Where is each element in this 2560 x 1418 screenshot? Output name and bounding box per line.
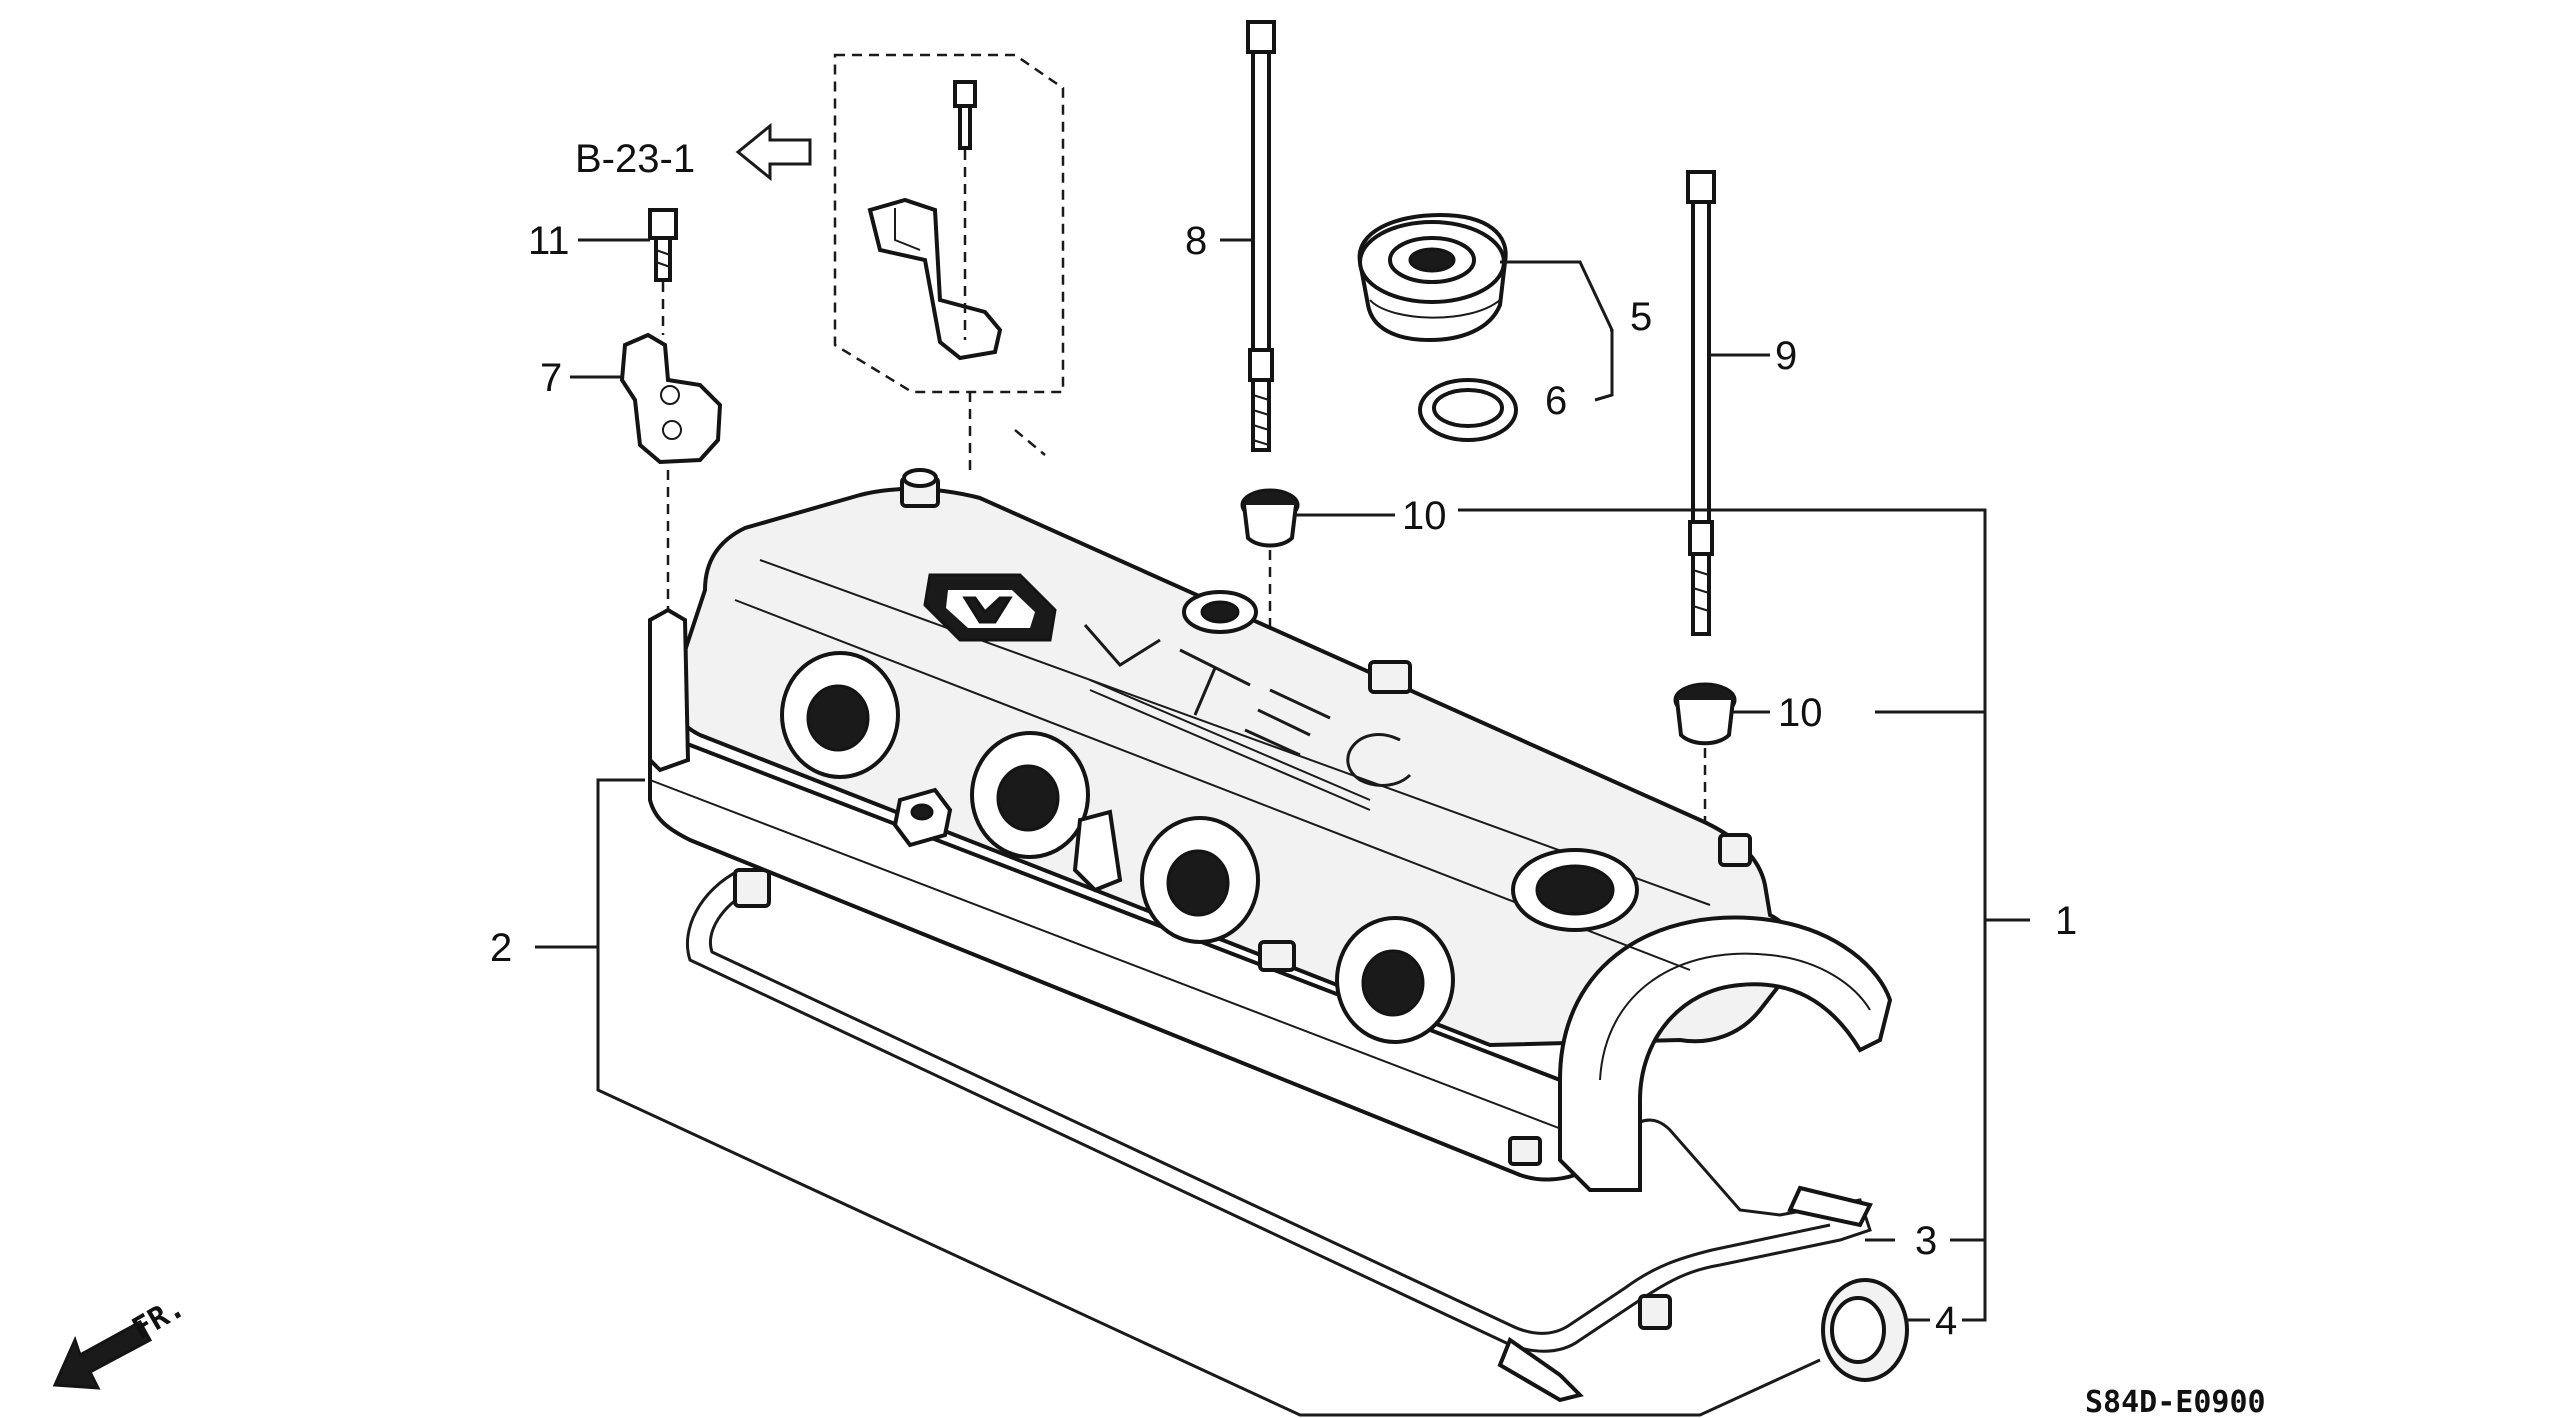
- diagram-code: S84D-E0900: [2085, 1385, 2266, 1418]
- callout-9: 9: [1775, 334, 1797, 378]
- callout-10-lower: 10: [1778, 691, 1823, 735]
- front-direction-indicator: FR.: [52, 1290, 191, 1390]
- callout-2: 2: [490, 926, 512, 970]
- part-2-gasket[interactable]: [685, 868, 1872, 1403]
- part-10-grommet-upper[interactable]: [1240, 488, 1300, 548]
- callout-5: 5: [1630, 295, 1652, 339]
- valve-cover[interactable]: [648, 468, 1893, 1192]
- callout-7: 7: [540, 356, 562, 400]
- detail-box: [833, 53, 1065, 470]
- callout-1: 1: [2055, 899, 2077, 943]
- spark-plug-wells: [780, 651, 1639, 1044]
- front-arrow-icon: [52, 1319, 153, 1390]
- callout-4: 4: [1935, 1299, 1957, 1343]
- part-4-seal[interactable]: [1821, 1278, 1909, 1382]
- leader-lines: [535, 238, 2030, 1417]
- part-9-stud-bolt[interactable]: [1686, 170, 1716, 636]
- part-11-bolt[interactable]: [648, 208, 678, 282]
- reference-text: B-23-1: [575, 137, 695, 181]
- part-10-grommet-lower[interactable]: [1673, 682, 1737, 746]
- part-6-seal[interactable]: [1418, 378, 1518, 442]
- callout-3: 3: [1915, 1219, 1937, 1263]
- reference-arrow-icon: [735, 122, 812, 182]
- callout-10-upper: 10: [1402, 494, 1447, 538]
- vtec-lettering: [1083, 624, 1412, 811]
- callout-8: 8: [1185, 219, 1207, 263]
- part-5-oil-filler-cap[interactable]: [1357, 212, 1508, 343]
- reference-callout[interactable]: B-23-1: [575, 122, 812, 182]
- part-7-bracket[interactable]: [619, 332, 723, 465]
- emblem-icon: [923, 573, 1057, 642]
- callout-6: 6: [1545, 379, 1567, 423]
- callout-labels: 1 2 3 4 5 6 7 8 9 10 10 11: [490, 219, 2077, 1343]
- callout-11: 11: [528, 219, 570, 263]
- part-8-stud-bolt[interactable]: [1246, 20, 1276, 452]
- part-3-seal-strip[interactable]: [1787, 1185, 1873, 1228]
